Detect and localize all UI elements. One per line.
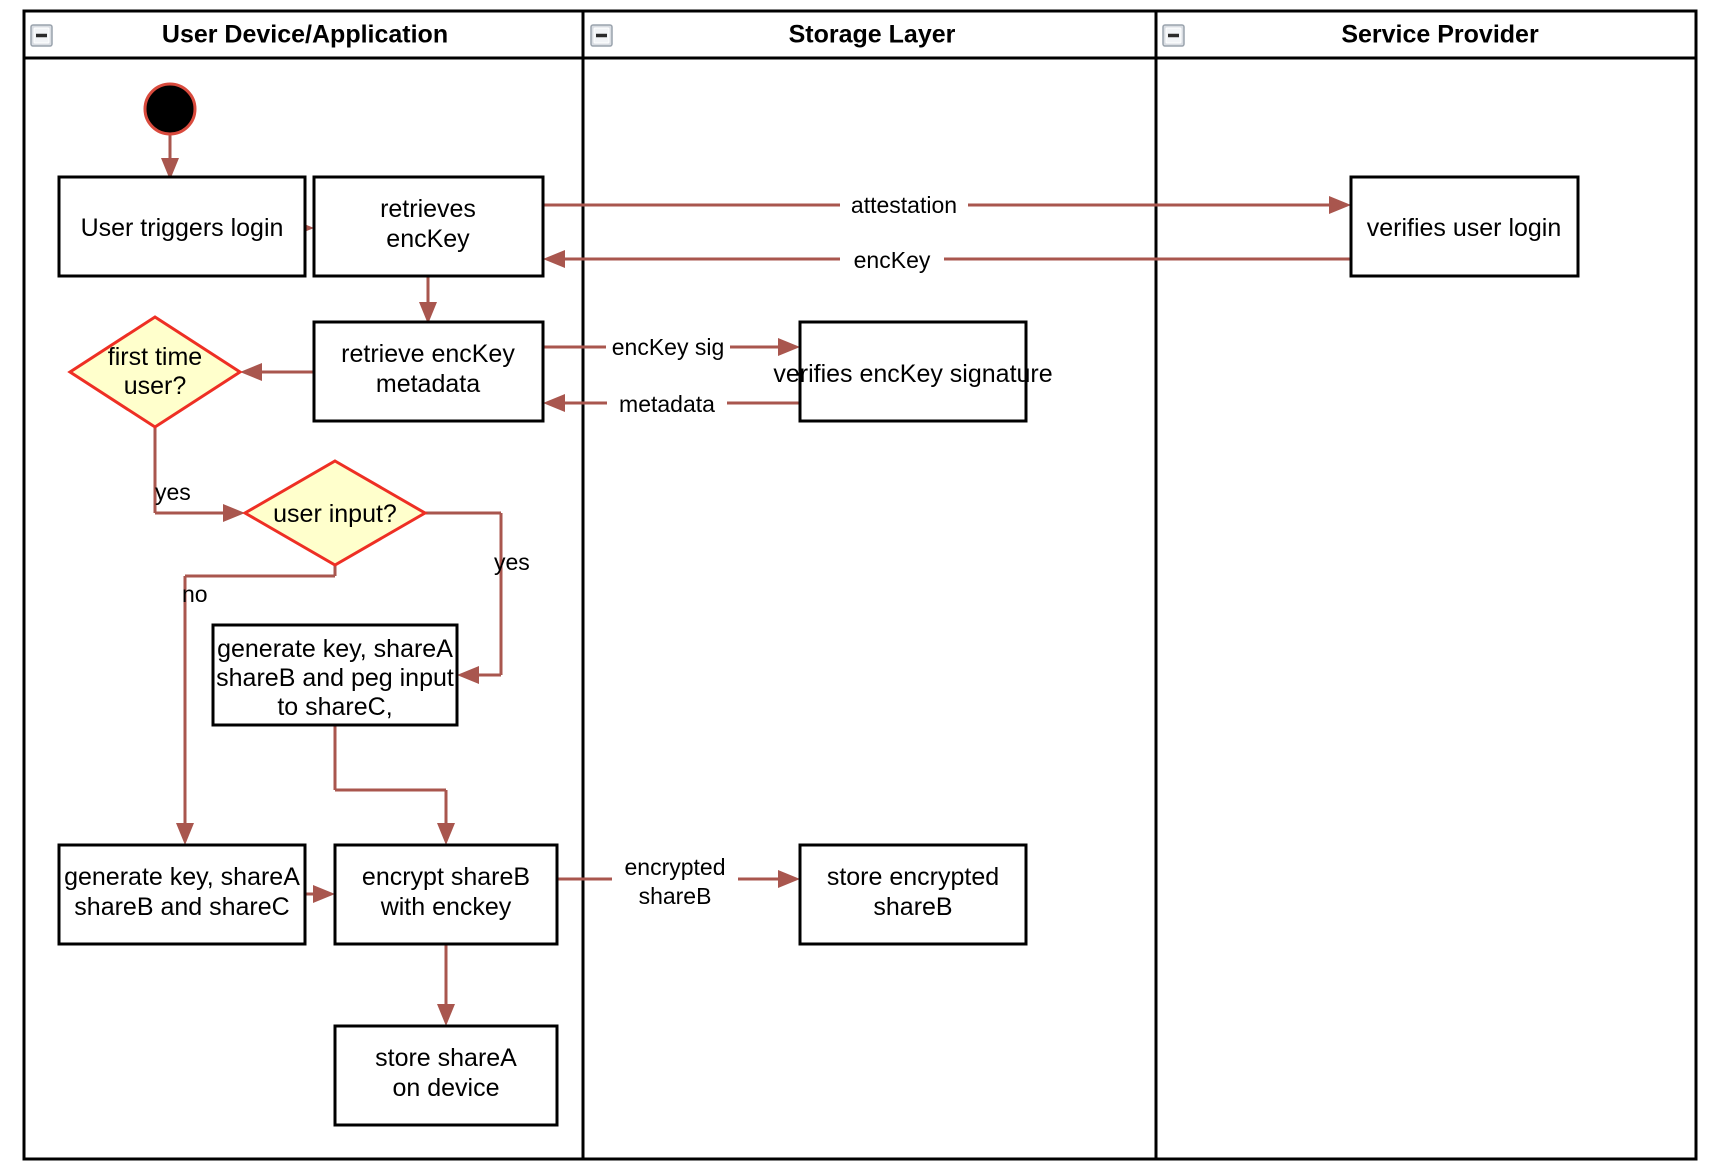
node-store-encrypted-shareb[interactable]: store encrypted shareB [798, 843, 1028, 946]
node-label-retrieve-enckey-metadata-line2: metadata [376, 370, 480, 398]
node-label-first-time-user-line2: user? [124, 372, 187, 400]
node-label-encrypt-shareb-line1: encrypt shareB [362, 863, 530, 891]
edge-label-metadata: metadata [619, 391, 715, 417]
edge-enckey-sig: encKey sig [543, 333, 800, 361]
edge-label-no-user-input: no [182, 581, 208, 607]
node-retrieves-enckey[interactable]: retrieves encKey [312, 175, 545, 278]
minus-collapse-icon[interactable] [30, 24, 53, 47]
node-generate-key-shares[interactable]: generate key, shareA shareB and shareC [57, 843, 307, 946]
edge-firsttime-yes: yes [153, 427, 245, 522]
node-label-store-sharea-line2: on device [392, 1074, 499, 1102]
activity-nodes: User triggers login retrieves encKey ret… [57, 82, 1580, 1127]
edge-label-enckey-sig: encKey sig [612, 334, 725, 360]
node-label-store-encrypted-shareb-line2: shareB [873, 893, 952, 921]
node-user-input-decision[interactable]: user input? [242, 459, 428, 567]
node-label-user-input: user input? [273, 500, 397, 528]
node-label-verifies-user-login: verifies user login [1367, 214, 1562, 242]
node-label-user-triggers-login: User triggers login [81, 214, 284, 242]
lane-title-storage: Storage Layer [789, 21, 956, 49]
node-label-encrypt-shareb-line2: with enckey [380, 893, 512, 921]
node-label-retrieves-enckey-line2: encKey [386, 225, 470, 253]
node-store-sharea[interactable]: store shareA on device [333, 1024, 559, 1127]
edge-start-to-login [161, 134, 179, 180]
edge-userinput-no: no [176, 565, 337, 845]
minus-collapse-icon[interactable] [590, 24, 613, 47]
lane-title-user-device: User Device/Application [162, 21, 448, 49]
lane-header-user-device[interactable]: User Device/Application [30, 21, 448, 49]
lane-header-storage[interactable]: Storage Layer [590, 21, 956, 49]
edge-shares-to-encrypt [305, 885, 335, 903]
edge-label-encrypted-line2: shareB [639, 883, 712, 909]
edge-encrypted-shareb: encrypted shareB [557, 849, 800, 909]
edge-encrypt-to-store-sharea [437, 944, 455, 1026]
edge-peg-to-encrypt [333, 725, 455, 845]
node-label-generate-key-shares-line2: shareB and shareC [74, 893, 289, 921]
edge-metadata-return: metadata [543, 389, 800, 417]
node-verifies-user-login[interactable]: verifies user login [1349, 175, 1580, 278]
edge-metadata-to-firsttime [240, 363, 314, 381]
lane-title-service-provider: Service Provider [1341, 21, 1539, 49]
edge-label-enckey: encKey [854, 247, 931, 273]
node-label-generate-key-peg-line2: shareB and peg input [216, 664, 454, 692]
flow-edges: attestation encKey encKey sig [153, 134, 1351, 1026]
node-encrypt-shareb[interactable]: encrypt shareB with enckey [333, 843, 559, 946]
edge-enckey-return: encKey [543, 245, 1351, 273]
edge-userinput-yes: yes [425, 511, 530, 684]
node-verifies-enckey-signature[interactable]: verifies encKey signature [773, 320, 1053, 423]
node-first-time-user-decision[interactable]: first time user? [67, 315, 243, 429]
edge-label-attestation: attestation [851, 192, 957, 218]
node-label-verifies-enckey-signature: verifies encKey signature [773, 360, 1052, 388]
edge-attestation: attestation [543, 191, 1351, 219]
node-label-store-encrypted-shareb-line1: store encrypted [827, 863, 999, 891]
edge-label-encrypted-line1: encrypted [624, 854, 725, 880]
node-label-generate-key-peg-line1: generate key, shareA [217, 635, 453, 663]
node-generate-key-peg[interactable]: generate key, shareA shareB and peg inpu… [211, 623, 459, 727]
node-user-triggers-login[interactable]: User triggers login [57, 175, 307, 278]
node-label-first-time-user-line1: first time [108, 343, 202, 371]
start-node[interactable] [143, 82, 197, 136]
node-retrieve-enckey-metadata[interactable]: retrieve encKey metadata [312, 320, 545, 423]
node-label-retrieve-enckey-metadata-line1: retrieve encKey [341, 340, 515, 368]
node-label-store-sharea-line1: store shareA [375, 1044, 517, 1072]
node-label-generate-key-shares-line1: generate key, shareA [64, 863, 300, 891]
edge-label-yes-first-time: yes [155, 479, 191, 505]
node-label-retrieves-enckey-line1: retrieves [380, 195, 476, 223]
minus-collapse-icon[interactable] [1162, 24, 1185, 47]
edge-retrieves-to-metadata [419, 276, 437, 324]
node-label-generate-key-peg-line3: to shareC, [277, 693, 392, 721]
lane-header-service-provider[interactable]: Service Provider [1162, 21, 1539, 49]
edge-label-yes-user-input: yes [494, 549, 530, 575]
